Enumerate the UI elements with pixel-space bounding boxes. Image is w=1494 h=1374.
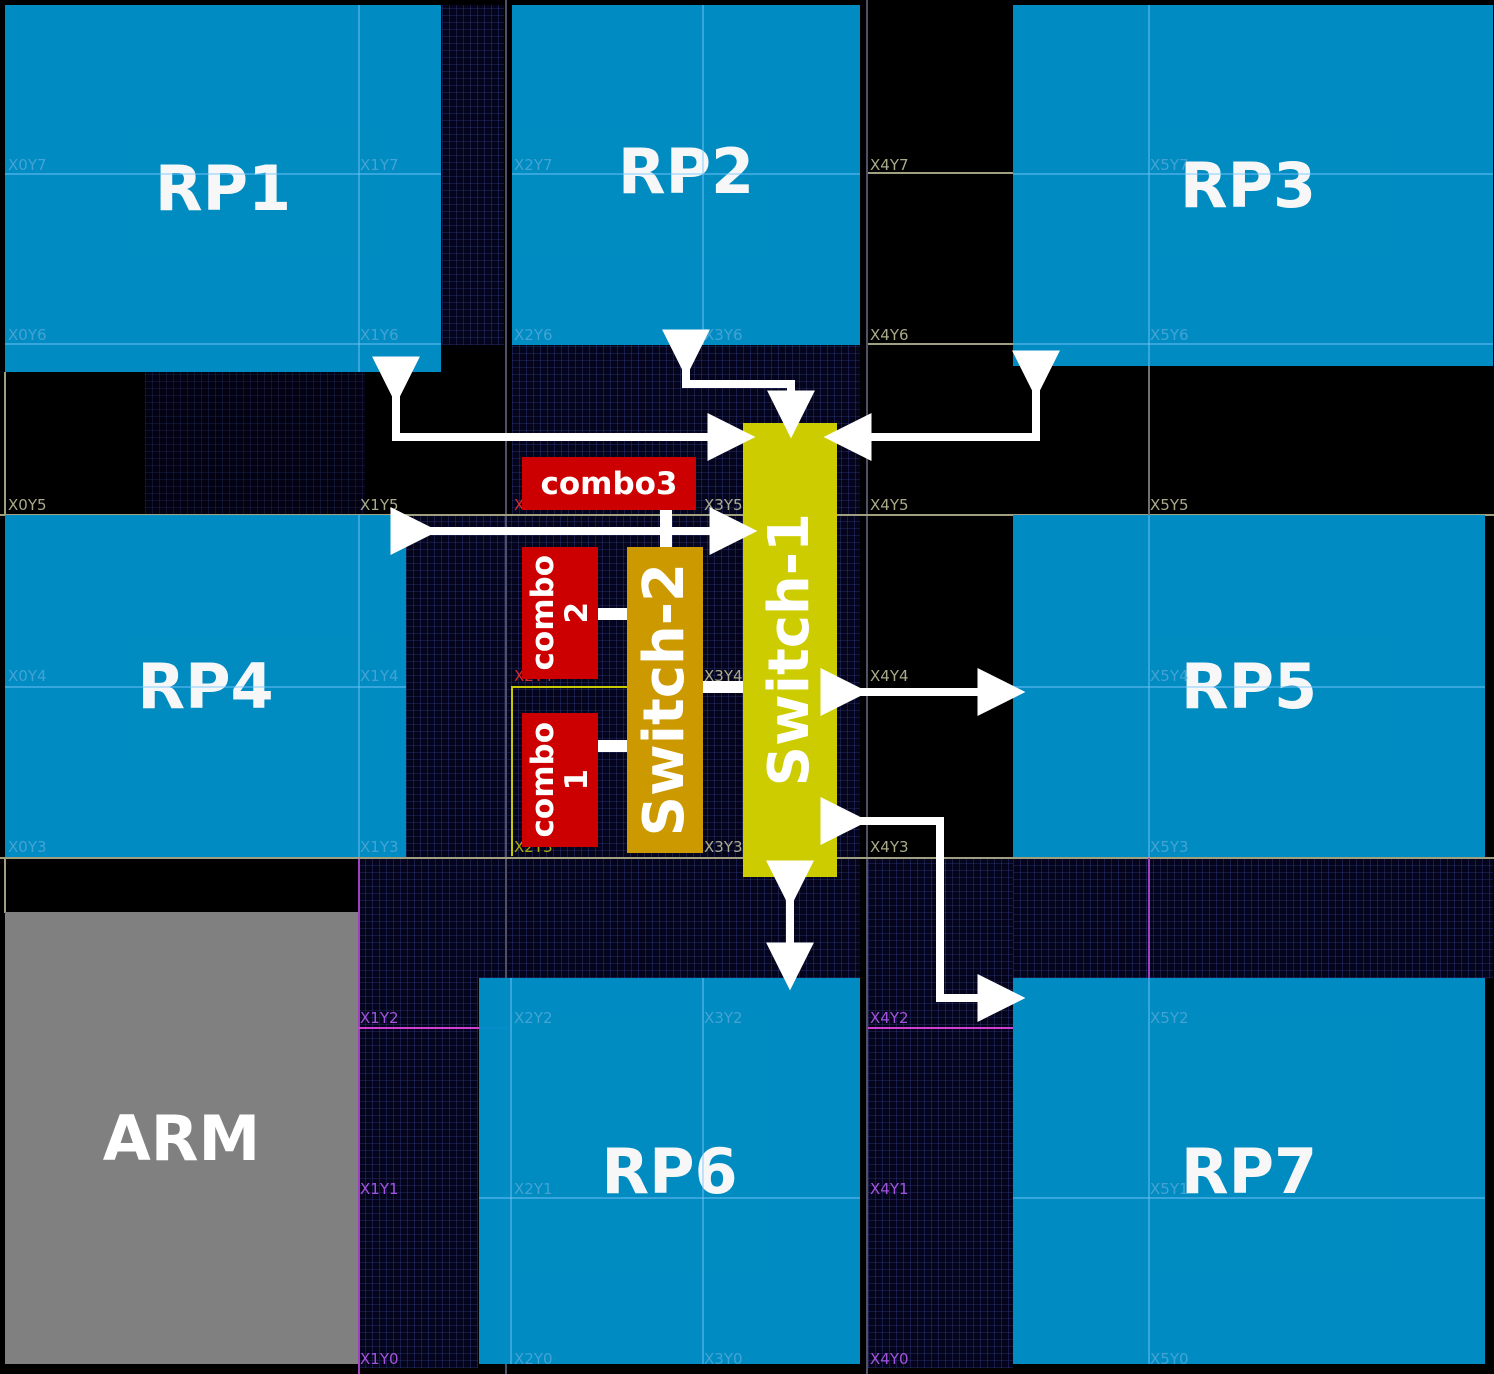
grid-line bbox=[1148, 366, 1150, 516]
grid-line bbox=[1148, 515, 1150, 857]
grid-line bbox=[479, 1197, 860, 1199]
routing-mesh bbox=[442, 5, 504, 345]
combo3-block[interactable]: combo3 bbox=[522, 457, 696, 510]
clock-region-label: X5Y0 bbox=[1150, 1350, 1189, 1368]
grid-line bbox=[1013, 1197, 1485, 1199]
rp1-label: RP1 bbox=[154, 152, 292, 225]
grid-line bbox=[702, 5, 704, 345]
rp7-switch1-arrow bbox=[820, 797, 1026, 1022]
grid-line bbox=[4, 858, 6, 913]
clock-region-label: X3Y4 bbox=[704, 667, 743, 685]
grid-line bbox=[1148, 858, 1150, 978]
rp1-switch1-arrow bbox=[372, 356, 756, 461]
grid-line bbox=[511, 686, 631, 688]
combo2-link bbox=[598, 608, 627, 620]
rp7-block[interactable]: RP7 bbox=[1013, 978, 1485, 1364]
routing-mesh bbox=[358, 978, 478, 1368]
clock-region-label: X4Y1 bbox=[870, 1180, 909, 1198]
grid-line bbox=[868, 172, 1013, 174]
clock-region-label: X4Y5 bbox=[870, 496, 909, 514]
clock-region-label: X2Y2 bbox=[514, 1009, 553, 1027]
grid-line bbox=[868, 1027, 1013, 1029]
grid-line bbox=[512, 173, 860, 175]
clock-region-label: X0Y4 bbox=[8, 667, 47, 685]
grid-line bbox=[5, 686, 406, 688]
rp3-switch1-arrow bbox=[823, 350, 1060, 461]
clock-region-label: X0Y5 bbox=[8, 496, 47, 514]
grid-line bbox=[510, 978, 512, 1364]
grid-line bbox=[505, 0, 507, 1374]
rp1-block[interactable]: RP1 bbox=[5, 5, 441, 372]
grid-line bbox=[1148, 978, 1150, 1364]
clock-region-label: X2Y0 bbox=[514, 1350, 553, 1368]
combo1-link bbox=[598, 740, 627, 752]
clock-region-label: X1Y3 bbox=[360, 838, 399, 856]
grid-line bbox=[868, 343, 1013, 345]
rp5-block[interactable]: RP5 bbox=[1013, 515, 1485, 857]
clock-region-label: X1Y6 bbox=[360, 326, 399, 344]
clock-region-label: X5Y6 bbox=[1150, 326, 1189, 344]
grid-line bbox=[1148, 5, 1150, 366]
grid-line bbox=[358, 515, 360, 857]
grid-line bbox=[1013, 686, 1485, 688]
grid-line bbox=[5, 173, 441, 175]
arm-block[interactable]: ARM bbox=[5, 912, 358, 1364]
routing-mesh bbox=[1013, 858, 1493, 978]
switch2-switch1-link bbox=[703, 681, 743, 693]
grid-line bbox=[5, 343, 441, 345]
clock-region-label: X1Y7 bbox=[360, 156, 399, 174]
clock-region-label: X3Y0 bbox=[704, 1350, 743, 1368]
grid-line bbox=[358, 1027, 508, 1029]
clock-region-label: X5Y2 bbox=[1150, 1009, 1189, 1027]
grid-line bbox=[702, 978, 704, 1364]
clock-region-label: X1Y4 bbox=[360, 667, 399, 685]
clock-region-label: X1Y2 bbox=[360, 1009, 399, 1027]
rp4-block[interactable]: RP4 bbox=[5, 515, 406, 857]
clock-region-label: X1Y5 bbox=[360, 496, 399, 514]
clock-region-label: X4Y6 bbox=[870, 326, 909, 344]
combo3-label: combo3 bbox=[540, 465, 678, 502]
clock-region-label: X1Y1 bbox=[360, 1180, 399, 1198]
clock-region-label: X4Y0 bbox=[870, 1350, 909, 1368]
rp6-label: RP6 bbox=[601, 1134, 738, 1208]
clock-region-label: X5Y1 bbox=[1150, 1180, 1189, 1198]
rp6-block[interactable]: RP6 bbox=[479, 978, 860, 1364]
grid-line bbox=[1013, 173, 1493, 175]
rp2-block[interactable]: RP2 bbox=[512, 5, 860, 345]
combo1-block[interactable]: combo 1 bbox=[522, 713, 598, 847]
clock-region-label: X5Y4 bbox=[1150, 667, 1189, 685]
clock-region-label: X4Y7 bbox=[870, 156, 909, 174]
arm-label: ARM bbox=[102, 1101, 261, 1175]
rp2-switch1-arrow bbox=[662, 329, 815, 439]
switch2-block[interactable]: Switch-2 bbox=[627, 547, 703, 853]
clock-region-label: X2Y1 bbox=[514, 1180, 553, 1198]
rp3-label: RP3 bbox=[1179, 149, 1317, 222]
clock-region-label: X0Y6 bbox=[8, 326, 47, 344]
grid-line bbox=[4, 372, 6, 515]
grid-line bbox=[358, 858, 360, 1374]
clock-region-label: X5Y5 bbox=[1150, 496, 1189, 514]
grid-line bbox=[511, 686, 513, 856]
rp5-label: RP5 bbox=[1180, 649, 1318, 723]
clock-region-label: X3Y2 bbox=[704, 1009, 743, 1027]
clock-region-label: X5Y7 bbox=[1150, 156, 1189, 174]
clock-region-label: X0Y7 bbox=[8, 156, 47, 174]
grid-line bbox=[358, 5, 360, 372]
grid-line bbox=[1013, 343, 1493, 345]
clock-region-label: X2Y6 bbox=[514, 326, 553, 344]
clock-region-label: X5Y3 bbox=[1150, 838, 1189, 856]
clock-region-label: X0Y3 bbox=[8, 838, 47, 856]
clock-region-label: X3Y3 bbox=[704, 838, 743, 856]
rp3-block[interactable]: RP3 bbox=[1013, 5, 1493, 366]
rp2-label: RP2 bbox=[617, 134, 755, 208]
combo3-link bbox=[660, 510, 672, 547]
rp4-label: RP4 bbox=[137, 649, 274, 723]
rp7-label: RP7 bbox=[1180, 1134, 1318, 1208]
clock-region-label: X1Y0 bbox=[360, 1350, 399, 1368]
routing-mesh bbox=[145, 372, 365, 515]
clock-region-label: X2Y7 bbox=[514, 156, 553, 174]
combo2-block[interactable]: combo 2 bbox=[522, 547, 598, 679]
